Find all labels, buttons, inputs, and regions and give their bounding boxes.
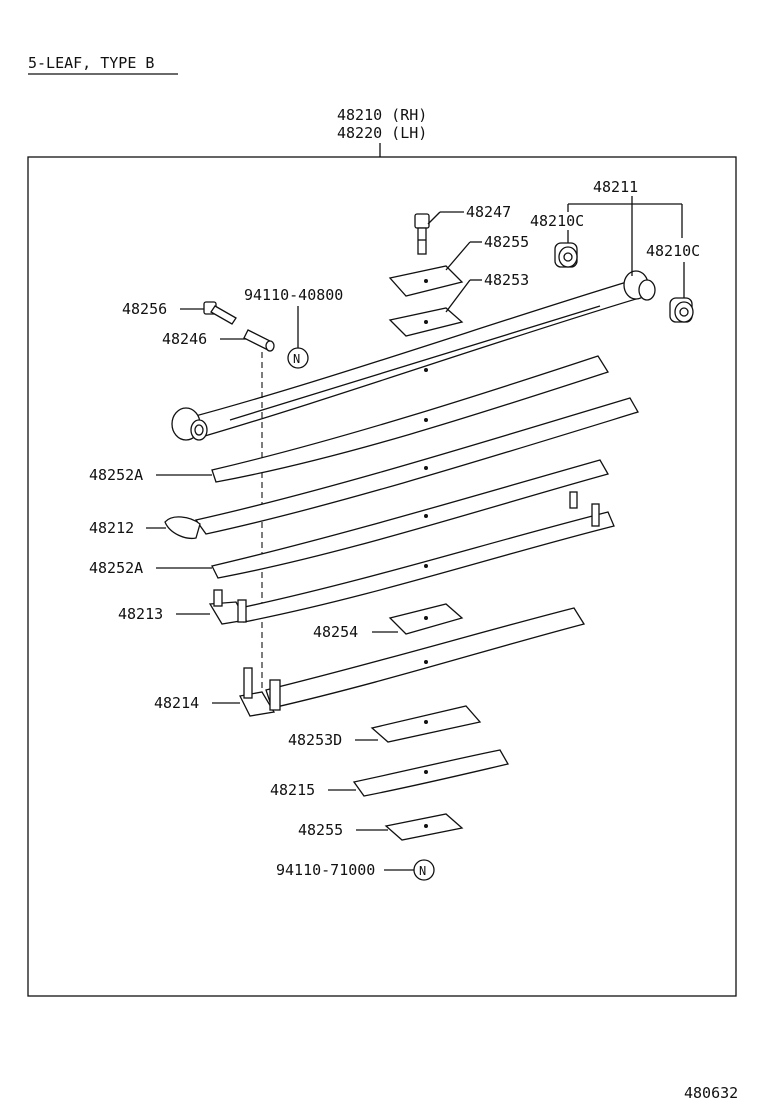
callout-48253-top: 48253 <box>484 271 529 289</box>
plate-48255-bottom <box>384 813 464 841</box>
assembly-label-lh: 48220 (LH) <box>337 124 427 142</box>
nut-marker-40800: N <box>287 347 309 369</box>
nut-marker-symbol-2: N <box>419 864 426 878</box>
clip-48214 <box>239 667 281 717</box>
bolt-48247 <box>414 213 430 255</box>
callout-48252a-top: 48252A <box>89 466 143 484</box>
callout-48215: 48215 <box>270 781 315 799</box>
clip-48213 <box>208 491 600 625</box>
callout-94110-40800: 94110-40800 <box>244 286 343 304</box>
rear-eye-bushing <box>623 270 656 301</box>
leaf-48214 <box>265 607 586 709</box>
callout-48255-top: 48255 <box>484 233 529 251</box>
callout-94110-71000: 94110-71000 <box>276 861 375 879</box>
bushing-48210c-left <box>554 242 578 268</box>
bolt-48256 <box>203 301 237 325</box>
callout-48213: 48213 <box>118 605 163 623</box>
callout-48256: 48256 <box>122 300 167 318</box>
leaf-48252a-top <box>211 355 609 483</box>
leaf-48215 <box>352 749 509 797</box>
callout-48210c-right: 48210C <box>646 242 700 260</box>
front-eye-bushing <box>171 407 208 441</box>
callout-48255-bottom: 48255 <box>298 821 343 839</box>
pin-48246 <box>243 329 275 352</box>
diagram-frame <box>27 156 737 997</box>
figure-number: 480632 <box>684 1084 738 1102</box>
leaf-48252a-bottom <box>211 459 609 579</box>
diagram-title: 5-LEAF, TYPE B <box>28 54 154 72</box>
callout-48247: 48247 <box>466 203 511 221</box>
callout-48210c-left: 48210C <box>530 212 584 230</box>
assembly-label-rh: 48210 (RH) <box>337 106 427 124</box>
leaf-48212 <box>194 397 639 535</box>
callout-48214: 48214 <box>154 694 199 712</box>
nut-marker-71000: N <box>413 859 435 881</box>
callout-48211: 48211 <box>593 178 638 196</box>
callout-48212: 48212 <box>89 519 134 537</box>
bushing-48210c-right <box>669 297 694 323</box>
callout-48246: 48246 <box>162 330 207 348</box>
callout-48254: 48254 <box>313 623 358 641</box>
callout-48253d: 48253D <box>288 731 342 749</box>
callout-48252a-bottom: 48252A <box>89 559 143 577</box>
nut-marker-symbol: N <box>293 352 300 366</box>
